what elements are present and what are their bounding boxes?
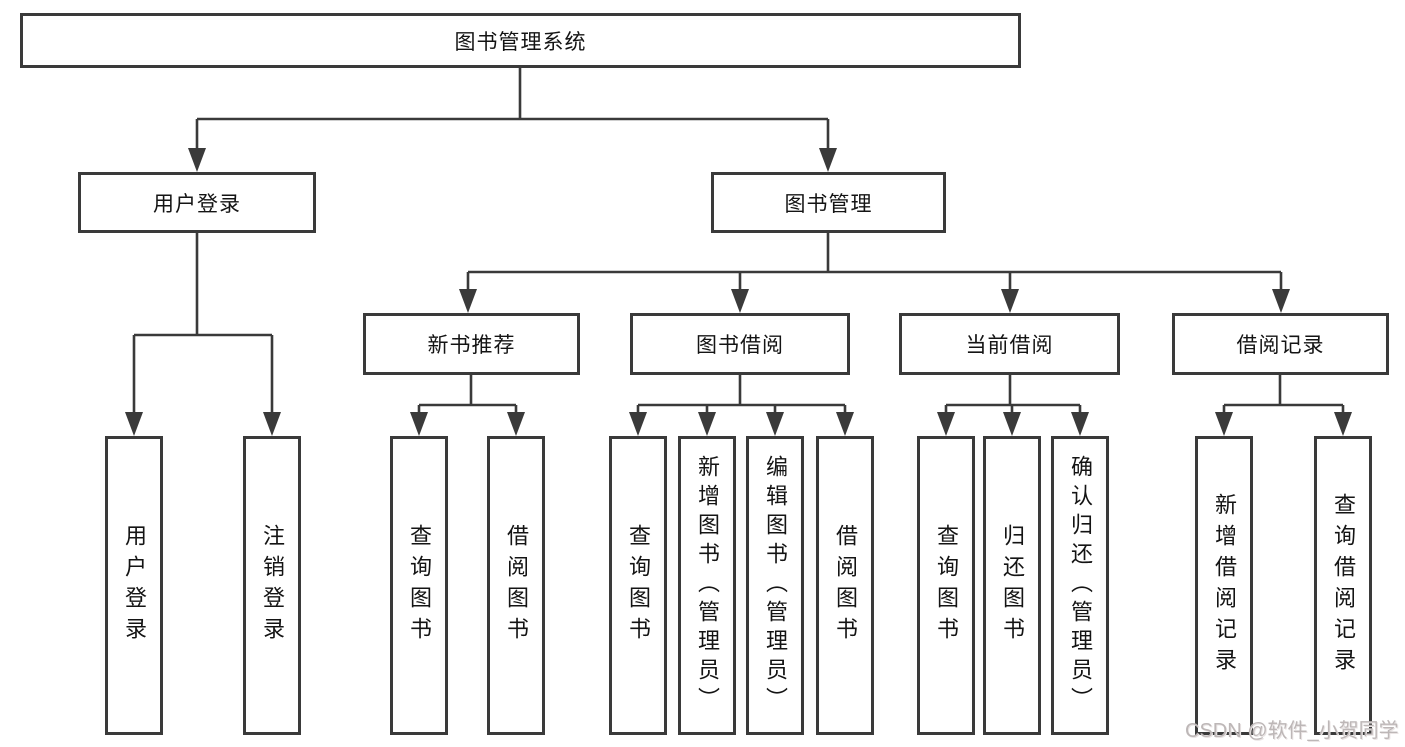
node-new-book-recommend: 新书推荐 xyxy=(363,313,580,375)
connector-book-mgmt xyxy=(466,233,1283,291)
node-user-login: 用户登录 xyxy=(78,172,316,233)
connector-root xyxy=(195,68,830,150)
node-label: 借阅记录 xyxy=(1236,334,1325,357)
leaf-records-add-record: 新增借阅记录 xyxy=(1195,436,1253,735)
node-label: 图书管理 xyxy=(784,192,873,216)
connector-current xyxy=(944,375,1082,414)
connector-borrow xyxy=(636,375,847,414)
connector-newbook xyxy=(417,375,518,414)
leaf-borrow-add-books-admin: 新增图书（管理员） xyxy=(678,436,736,735)
csdn-watermark: CSDN @软件_小贺同学 xyxy=(1185,720,1399,742)
node-label: 编辑图书（管理员） xyxy=(763,455,788,716)
node-current-borrow: 当前借阅 xyxy=(899,313,1120,375)
leaf-borrow-borrow-books: 借阅图书 xyxy=(816,436,874,735)
leaf-borrow-query-books: 查询图书 xyxy=(609,436,667,735)
node-label: 图书借阅 xyxy=(696,334,784,357)
node-label: 借阅图书 xyxy=(504,523,529,648)
node-book-borrow: 图书借阅 xyxy=(630,313,850,375)
node-label: 新增借阅记录 xyxy=(1212,492,1237,679)
leaf-user-login: 用户登录 xyxy=(105,436,163,735)
connector-records xyxy=(1222,375,1345,414)
leaf-current-confirm-return-admin: 确认归还（管理员） xyxy=(1051,436,1109,735)
node-label: 查询图书 xyxy=(407,523,432,648)
connector-user-login xyxy=(132,233,274,414)
node-label: 用户登录 xyxy=(153,192,241,216)
leaf-borrow-edit-books-admin: 编辑图书（管理员） xyxy=(746,436,804,735)
node-book-management: 图书管理 xyxy=(711,172,946,233)
node-borrow-records: 借阅记录 xyxy=(1172,313,1389,375)
node-label: 确认归还（管理员） xyxy=(1068,455,1093,716)
leaf-current-return-books: 归还图书 xyxy=(983,436,1041,735)
node-library-system: 图书管理系统 xyxy=(20,13,1021,68)
leaf-logout-login: 注销登录 xyxy=(243,436,301,735)
node-label: 查询图书 xyxy=(934,523,959,648)
node-label: 查询图书 xyxy=(626,523,651,648)
node-label: 新书推荐 xyxy=(427,334,516,357)
node-label: 查询借阅记录 xyxy=(1331,492,1356,679)
leaf-records-query-record: 查询借阅记录 xyxy=(1314,436,1372,735)
arrowheads xyxy=(125,148,1352,436)
node-label: 注销登录 xyxy=(260,523,285,648)
leaf-newbook-borrow-books: 借阅图书 xyxy=(487,436,545,735)
leaf-current-query-books: 查询图书 xyxy=(917,436,975,735)
node-label: 用户登录 xyxy=(122,523,147,648)
node-label: 借阅图书 xyxy=(833,523,858,648)
leaf-newbook-query-books: 查询图书 xyxy=(390,436,448,735)
node-label: 图书管理系统 xyxy=(454,30,587,54)
node-label: 新增图书（管理员） xyxy=(695,455,720,716)
node-label: 归还图书 xyxy=(1000,523,1025,648)
node-label: 当前借阅 xyxy=(965,334,1054,357)
